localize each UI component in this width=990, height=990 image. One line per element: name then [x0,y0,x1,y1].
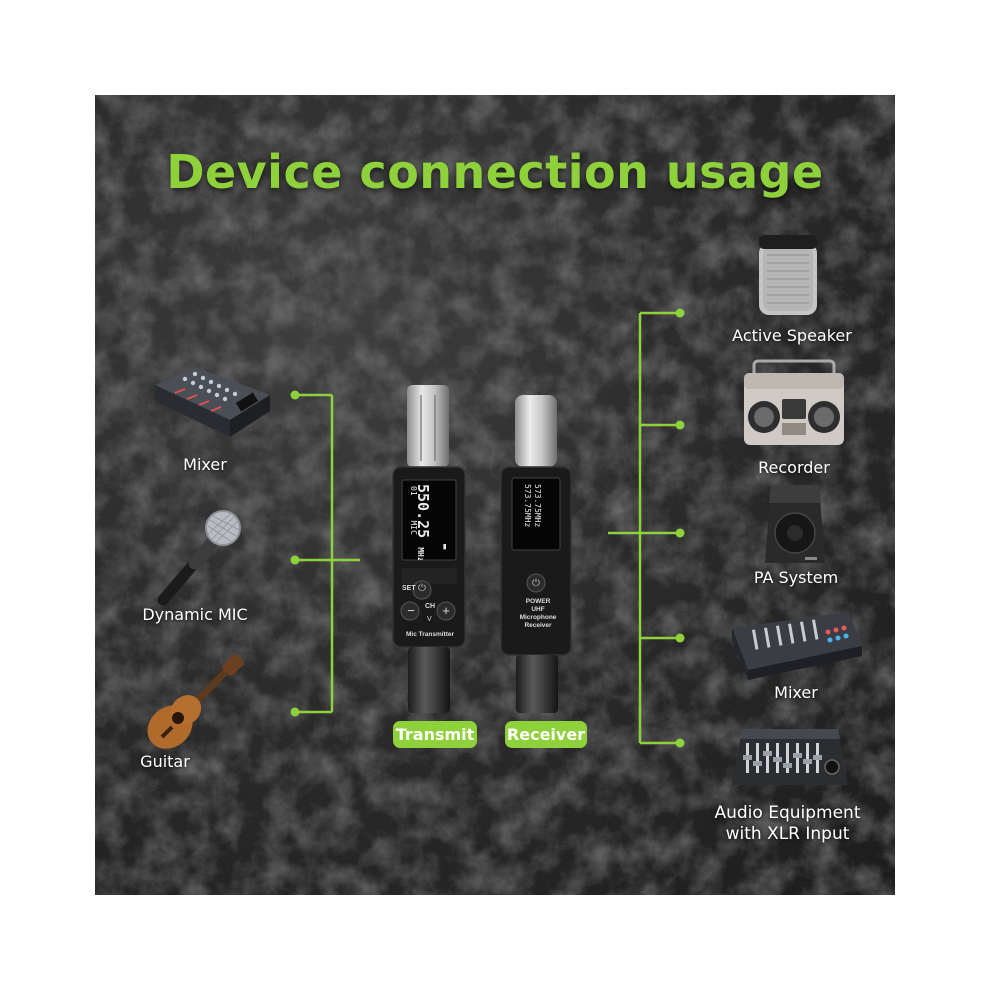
input-connector-dot [290,707,300,717]
output-label-mixer: Mixer [774,683,818,702]
transmitter-screen: 550.25 MHz 01 MIC ▮ [402,480,456,560]
output-label-active-speaker: Active Speaker [732,326,852,345]
output-connector-dot [675,528,685,538]
boombox-recorder-icon [744,359,844,445]
ch-label: CH [425,603,436,610]
dynamic-microphone-icon [157,510,241,606]
output-connector-dot [675,633,685,643]
input-connector-dot [290,555,300,565]
audio-interface-icon [732,729,848,785]
receiver-power-label: POWER [525,598,551,605]
infographic-panel: Device connection usage [95,95,895,895]
channel-up-button[interactable]: + [442,603,450,618]
output-label-audio-equipment: Audio Equipment with XLR Input [700,803,875,845]
stone-texture-background [95,95,895,895]
set-button-label: SET [402,585,416,592]
receiver-screen: 573.75MHz 573.75MHz [512,478,560,550]
wireless-receiver-device [500,395,572,713]
output-connector-dot [675,738,685,748]
volume-label: V [427,616,432,623]
receiver-microphone-label: Microphone [519,614,557,621]
input-label-mixer: Mixer [183,455,227,474]
power-button-icon[interactable]: ⏻ [418,583,426,594]
page-title: Device connection usage [166,145,824,199]
output-label-recorder: Recorder [758,458,830,477]
connection-lines [290,308,685,748]
wireless-transmitter-device [392,385,466,713]
input-label-guitar: Guitar [140,752,190,771]
signal-bars-icon: ▮ [442,542,448,552]
receiver-receiver-label: Receiver [524,622,552,629]
ukulele-guitar-icon [147,654,244,749]
output-label-pa-system: PA System [753,568,839,587]
transmit-tag: Transmit [393,721,477,748]
receiver-uhf-label: UHF [531,606,545,613]
mixing-console-icon [732,612,862,680]
receiver-tag: Receiver [505,721,587,748]
active-speaker-icon [759,235,817,315]
transmitter-channel: 01 [409,486,418,496]
input-label-dynamic-mic: Dynamic MIC [142,605,248,624]
output-label-audio-equipment-line1: Audio Equipment [714,803,861,823]
receiver-frequency-2: 573.75MHz [523,484,532,528]
output-connector-dot [675,420,685,430]
receiver-frequency-1: 573.75MHz [533,484,542,528]
transmitter-device-name: Mic Transmitter [405,631,455,638]
audio-mixer-icon [155,367,270,437]
transmitter-mode: MIC [409,520,418,535]
input-connector-dot [290,390,300,400]
channel-down-button[interactable]: − [407,603,415,618]
receiver-power-icon[interactable]: ⏻ [532,578,540,589]
output-label-audio-equipment-line2: with XLR Input [725,824,850,844]
pa-speaker-icon [765,485,825,563]
output-connector-dot [675,308,685,318]
